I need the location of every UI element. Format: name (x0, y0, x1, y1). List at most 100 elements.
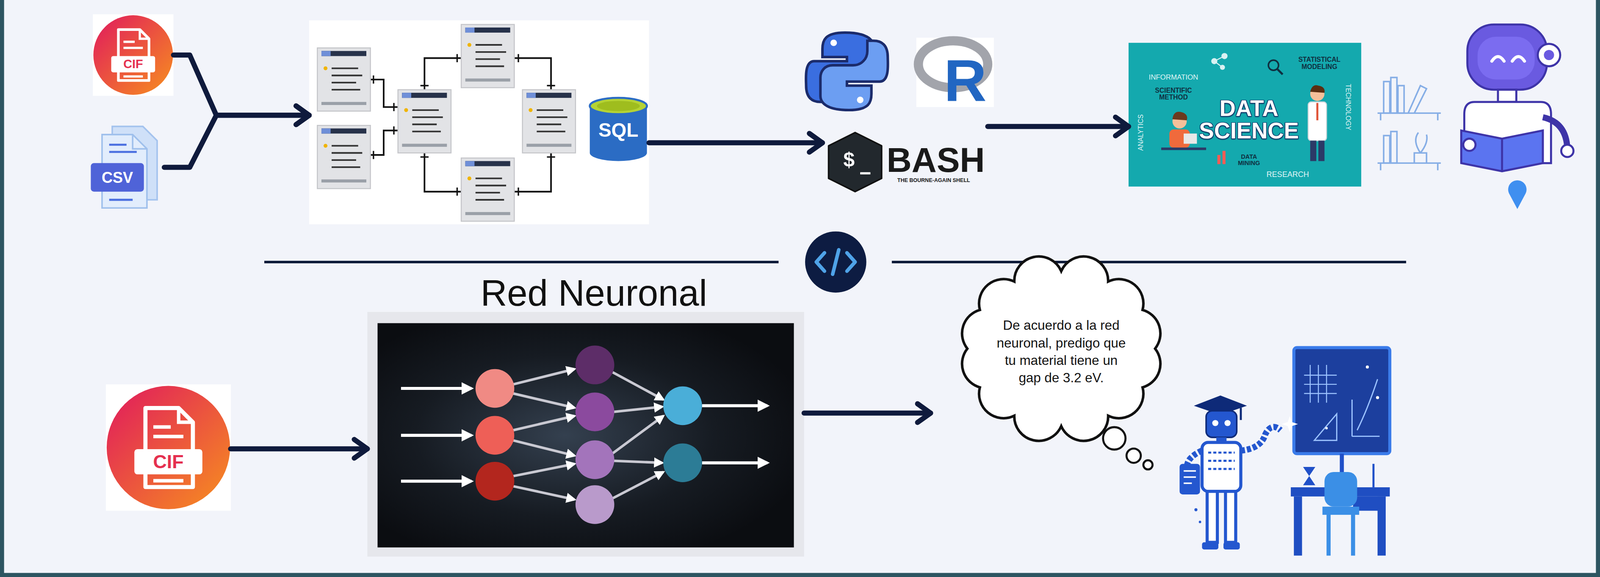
arrow-line (173, 55, 310, 116)
teacher-robot (1303, 467, 1316, 486)
teacher-robot (1239, 407, 1242, 421)
node-subtext: TECHNOLOGY (1344, 83, 1352, 131)
bash-icon (860, 172, 871, 175)
teacher-robot (1314, 414, 1337, 441)
data-science-art (1211, 52, 1228, 70)
teacher-robot (1206, 410, 1237, 438)
reading-robot (1542, 117, 1568, 150)
neural-network-art (575, 392, 615, 432)
reading-robot (1461, 130, 1543, 172)
teacher-robot (1212, 420, 1218, 427)
divider (264, 231, 1407, 293)
neural-network-art (702, 461, 768, 465)
thought-cloud (1126, 448, 1141, 464)
teacher-robot (1352, 379, 1380, 437)
reading-robot (1543, 49, 1554, 61)
database-schema-art (461, 24, 515, 88)
data-science-art (1310, 140, 1317, 161)
teacher-robot (1179, 464, 1200, 495)
cif-file-icon: CIF (92, 15, 174, 96)
neural-network-art (613, 460, 663, 463)
thought-bubble: De acuerdo a la red neuronal, predigo qu… (930, 267, 1166, 441)
node-subtext: STATISTICAL MODELING (1289, 56, 1350, 71)
data-science-art (1128, 42, 1362, 187)
neural-network-art (612, 472, 664, 499)
arrow-line (987, 124, 1129, 130)
flow-arrow (987, 117, 1129, 136)
teacher-robot (1194, 508, 1198, 512)
node-text: CIF (123, 57, 144, 72)
bash-icon (828, 132, 882, 192)
teacher-robot (1281, 416, 1299, 433)
neural-network-art (702, 404, 768, 408)
data-science-art (1277, 69, 1283, 75)
neural-network-art (513, 486, 575, 500)
neural-network-art (401, 388, 768, 482)
reading-robot (1561, 144, 1574, 158)
node-text: De acuerdo a la red neuronal, predigo qu… (992, 317, 1130, 388)
node-text: INFORMATION (1148, 73, 1199, 82)
bash-icon (828, 132, 882, 192)
node-text: R (943, 50, 987, 111)
teacher-robot (1201, 442, 1241, 492)
csv-file-icon: CSV (90, 126, 164, 209)
data-science-art (1214, 55, 1225, 67)
teacher-robot (1372, 464, 1375, 488)
neural-network-art (513, 369, 664, 500)
python-logo (856, 96, 864, 103)
reading-robot (1500, 138, 1504, 172)
flow-arrow (648, 133, 823, 153)
database-schema-art (398, 89, 452, 153)
data-science-panel: INFORMATIONSCIENTIFIC METHODANALYTICSDAT… (1128, 42, 1362, 187)
reading-robot (1492, 56, 1525, 62)
bookshelf (1383, 135, 1390, 164)
data-science-art (1222, 150, 1226, 164)
teacher-robot (1325, 427, 1328, 430)
arrow-line (230, 446, 368, 452)
neural-network-panel: Red Neuronal (367, 312, 804, 557)
neural-network-art (475, 416, 515, 456)
node-subtext: DATA SCIENCE (1188, 96, 1310, 142)
teacher-robot (1183, 471, 1196, 484)
arrow-line (804, 410, 931, 416)
arrow-head (354, 439, 368, 459)
neural-network-art (575, 440, 615, 480)
node-text: CIF (152, 451, 184, 474)
csv-icon (132, 134, 147, 150)
database-schema: SQL (309, 20, 649, 225)
bookshelf (1390, 77, 1397, 114)
bookshelf (1390, 131, 1397, 164)
teacher-robot (1198, 520, 1202, 524)
node-text: BASH (886, 142, 985, 178)
neural-network-art (613, 406, 663, 413)
neural-network-art (513, 440, 575, 456)
arrow-head (917, 404, 931, 423)
arrow-head (1115, 117, 1129, 136)
python-logo (830, 39, 837, 46)
cif-icon (92, 14, 174, 97)
reading-robot (1497, 89, 1517, 103)
node-subtext: RESEARCH (1266, 170, 1310, 180)
database-schema-art (317, 47, 371, 111)
node-subtext: ANALYTICS (1137, 114, 1145, 151)
arrow-line (648, 140, 823, 146)
data-science-art (1128, 42, 1362, 187)
neural-network-art (475, 369, 515, 409)
neural-network-art (612, 372, 664, 400)
neural-network-art (377, 323, 794, 548)
neural-network-art (513, 393, 575, 409)
data-science-art (1268, 60, 1279, 71)
neural-network-art (663, 443, 703, 483)
flow-arrow (804, 404, 931, 423)
node-text: CSV (101, 169, 133, 188)
reading-robot (1508, 180, 1527, 210)
database-schema-art (597, 100, 640, 111)
node-subtext: DATA MINING (1233, 153, 1265, 167)
neural-network-art (475, 462, 515, 502)
reading-robot (1477, 36, 1535, 80)
prompt-symbol: $ (842, 149, 856, 173)
